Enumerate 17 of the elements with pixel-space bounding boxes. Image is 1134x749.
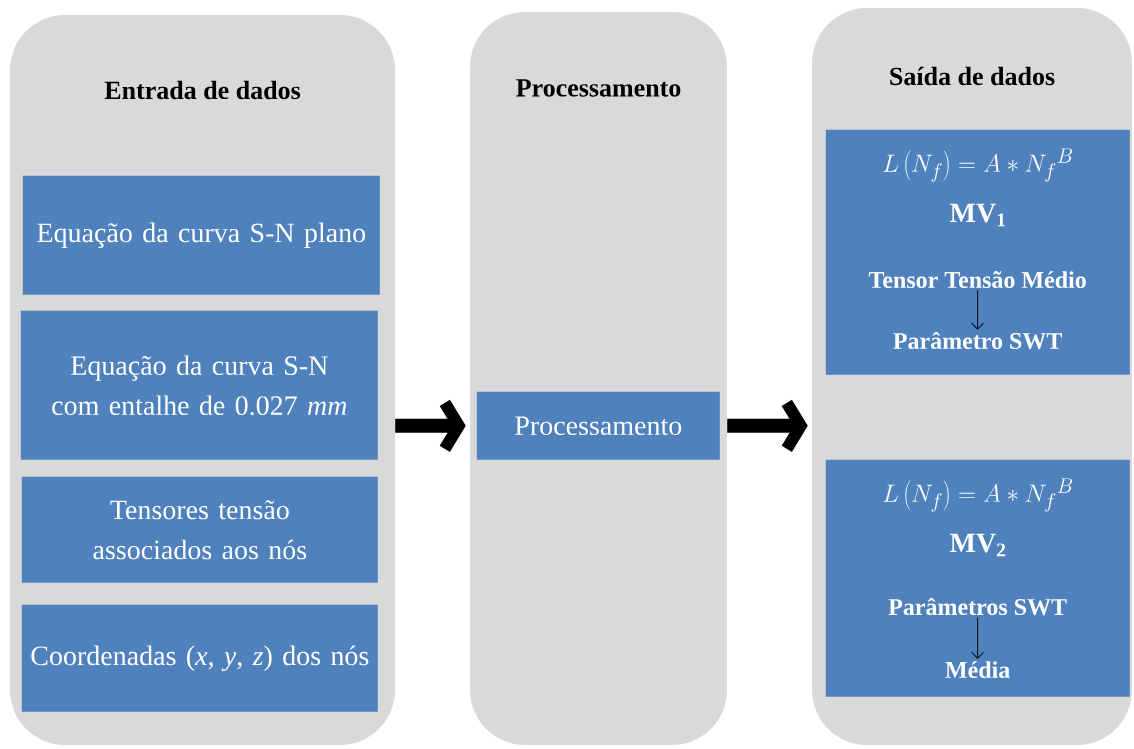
method-label: MV$_{2}$ [950, 533, 1006, 557]
process-box: Equação da curva S-N plano [22, 175, 380, 295]
step-text: Tensor Tensão Médio [868, 271, 1086, 289]
process-box: Tensores tensão associados aos nós [21, 476, 378, 583]
process-box: Coordenadas (x, y, z) dos nós [21, 604, 378, 712]
arrow [971, 289, 985, 330]
method-label: MV$_{1}$ [950, 203, 1005, 227]
output-box [825, 459, 1130, 697]
formula: $L\left(N_f\right) = A \ast {N_f}^B$ [883, 148, 1073, 182]
step-text: Parâmetro SWT [893, 331, 1062, 350]
output-box [825, 129, 1130, 375]
process-box: Equação da curva S-N com entalhe de 0.027 mm [20, 310, 378, 460]
step-text: Parâmetros SWT [888, 597, 1067, 616]
formula: $L\left(N_f\right) = A \ast {N_f}^B$ [883, 478, 1073, 512]
step-text: Média [945, 661, 1010, 679]
process-box: Processamento [476, 391, 720, 460]
arrow [971, 616, 985, 659]
